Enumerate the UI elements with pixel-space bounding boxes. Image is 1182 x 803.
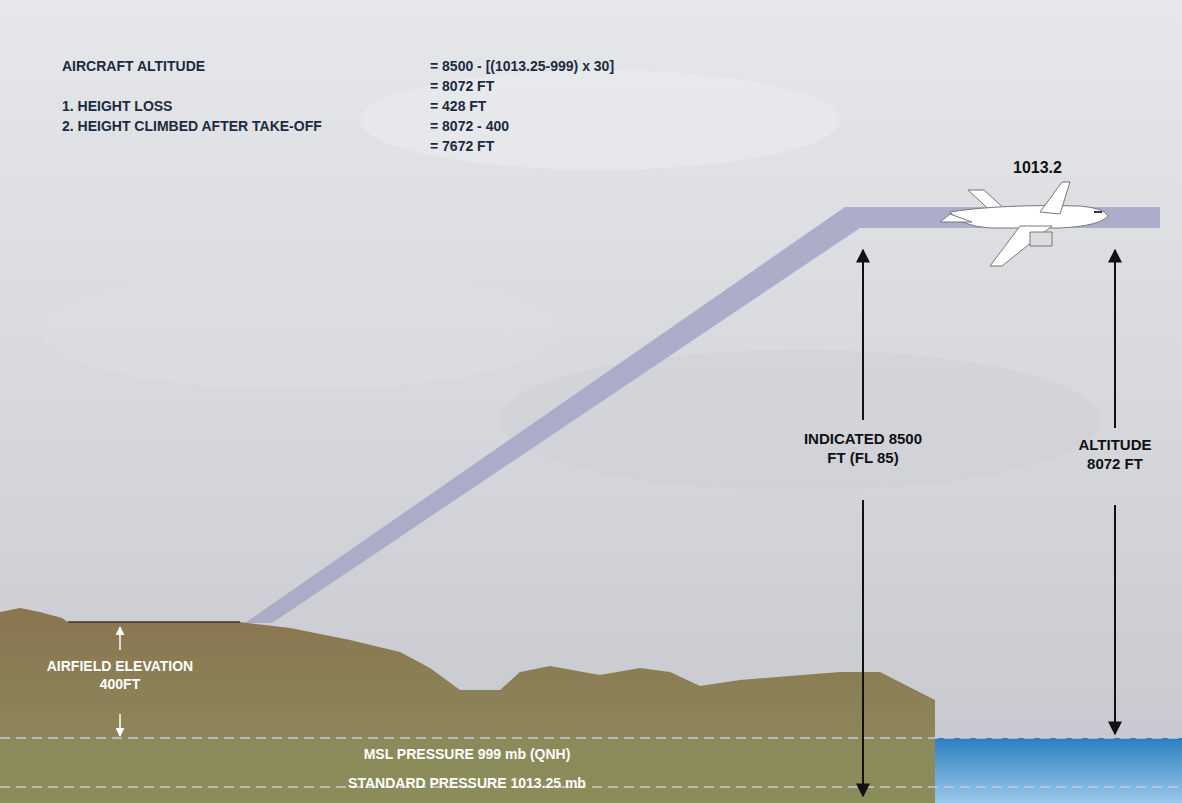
standard-pressure-label: STANDARD PRESSURE 1013.25 mb: [348, 775, 586, 793]
formula-name: 2. HEIGHT CLIMBED AFTER TAKE-OFF: [62, 118, 322, 136]
formula-name: 1. HEIGHT LOSS: [62, 98, 172, 116]
altimeter-setting: 1013.2: [1013, 158, 1062, 178]
msl-pressure-label: MSL PRESSURE 999 mb (QNH): [364, 746, 571, 764]
formula-value: = 8500 - [(1013.25-999) x 30]: [430, 58, 614, 76]
formula-value: = 8072 FT: [430, 78, 494, 96]
altitude-label: ALTITUDE 8072 FT: [1068, 436, 1163, 474]
formula-name: AIRCRAFT ALTITUDE: [62, 58, 205, 76]
indicated-label: INDICATED 8500 FT (FL 85): [793, 430, 933, 468]
formula-value: = 428 FT: [430, 98, 486, 116]
formula-value: = 7672 FT: [430, 138, 494, 156]
formula-value: = 8072 - 400: [430, 118, 509, 136]
airfield-elevation-label: AIRFIELD ELEVATION 400FT: [45, 658, 195, 693]
